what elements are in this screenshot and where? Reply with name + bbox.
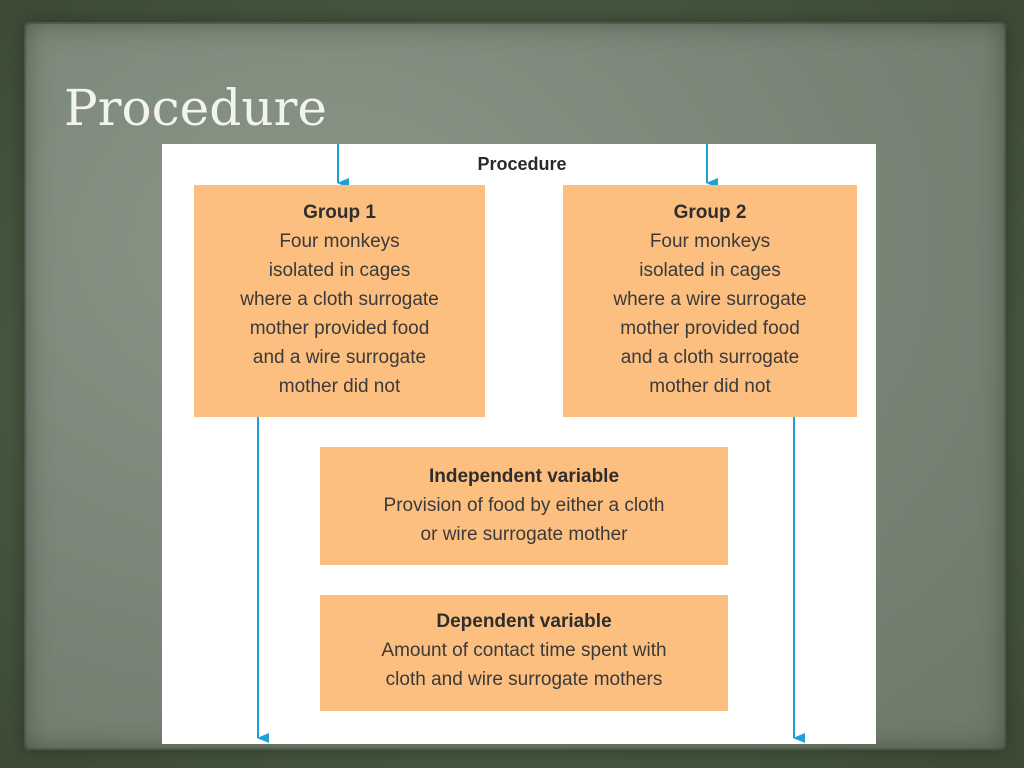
group1-line: isolated in cages: [268, 260, 411, 281]
dependent-variable-box: Dependent variable Amount of contact tim…: [320, 595, 728, 711]
group2-line: Four monkeys: [649, 231, 771, 252]
group2-line: isolated in cages: [639, 260, 781, 281]
group1-heading: Group 1: [303, 202, 376, 223]
group1-line: mother did not: [278, 376, 401, 397]
dependent-variable-heading: Dependent variable: [436, 611, 612, 632]
independent-variable-heading: Independent variable: [428, 466, 620, 487]
dependent-variable-line: Amount of contact time spent with: [381, 640, 667, 661]
group2-line: and a cloth surrogate: [620, 347, 800, 368]
group1-line: where a cloth surrogate: [240, 289, 439, 310]
slide-title: Procedure: [64, 79, 327, 137]
group2-line: where a wire surrogate: [613, 289, 807, 310]
group2-box: Group 2 Four monkeys isolated in cages w…: [563, 185, 857, 417]
diagram-title: Procedure: [477, 154, 567, 174]
group2-heading: Group 2: [673, 202, 747, 223]
group1-line: mother provided food: [249, 318, 430, 339]
procedure-diagram: Procedure Group 1 Four monkeys isolated …: [162, 144, 876, 744]
group1-box: Group 1 Four monkeys isolated in cages w…: [194, 185, 485, 417]
dependent-variable-line: cloth and wire surrogate mothers: [385, 669, 663, 690]
group1-line: Four monkeys: [279, 231, 400, 252]
group1-line: and a wire surrogate: [252, 347, 427, 368]
independent-variable-box: Independent variable Provision of food b…: [320, 447, 728, 565]
group2-line: mother provided food: [620, 318, 800, 339]
independent-variable-line: or wire surrogate mother: [420, 524, 628, 545]
flow-arrows: [257, 144, 805, 743]
independent-variable-line: Provision of food by either a cloth: [383, 495, 665, 516]
group2-line: mother did not: [649, 376, 771, 397]
